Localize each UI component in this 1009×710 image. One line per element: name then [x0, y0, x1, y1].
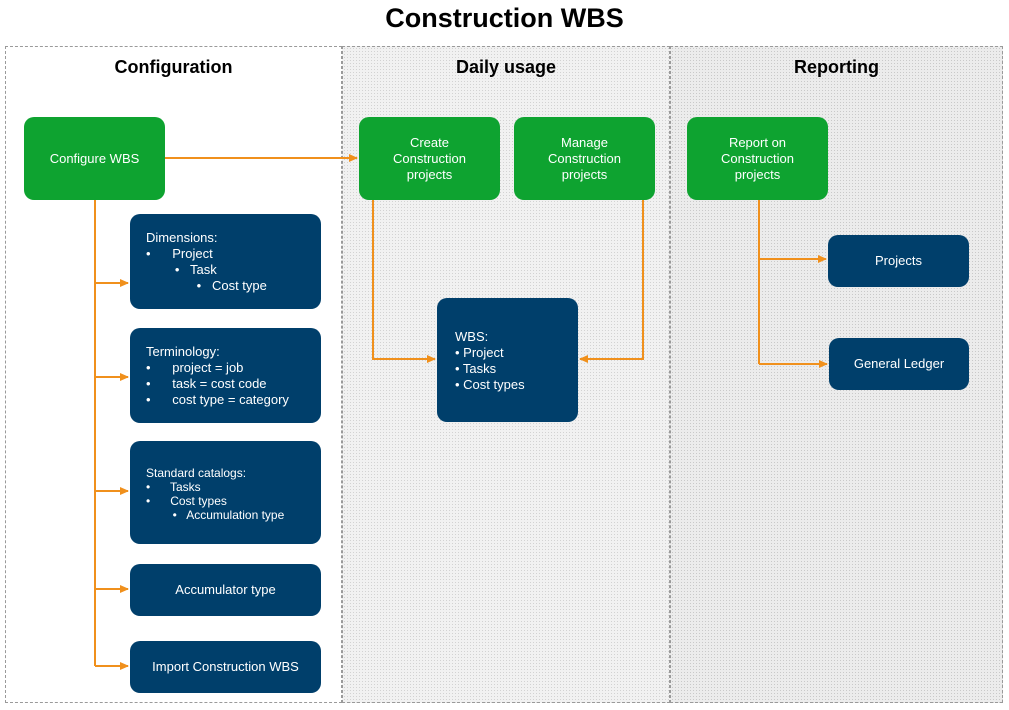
- report-line-1: Report on: [728, 134, 787, 150]
- manage-line-3: projects: [561, 166, 608, 182]
- accumulator-type-box: Accumulator type: [130, 564, 321, 616]
- general-ledger-box: General Ledger: [829, 338, 969, 390]
- create-line-1: Create: [409, 134, 449, 150]
- wbs-item-tasks: • Tasks: [455, 361, 497, 376]
- wbs-item-project: • Project: [455, 345, 504, 360]
- dimensions-heading: Dimensions:: [146, 230, 218, 245]
- configure-wbs-label: Configure WBS: [49, 150, 140, 166]
- terminology-item-task: • task = cost code: [146, 376, 267, 391]
- wbs-item-cost-types: • Cost types: [455, 377, 525, 392]
- terminology-box: Terminology: • project = job • task = co…: [130, 328, 321, 423]
- manage-line-1: Manage: [561, 134, 608, 150]
- projects-label: Projects: [875, 253, 922, 268]
- projects-box: Projects: [828, 235, 969, 287]
- diagram-title: Construction WBS: [385, 3, 624, 33]
- dimensions-item-task: • Task: [146, 262, 217, 277]
- daily-usage-lane-title: Daily usage: [455, 57, 557, 77]
- catalogs-item-accumulation-type: • Accumulation type: [146, 508, 285, 522]
- catalogs-heading: Standard catalogs:: [146, 466, 247, 480]
- create-line-3: projects: [406, 166, 453, 182]
- terminology-item-project: • project = job: [146, 360, 244, 375]
- reporting-lane-title: Reporting: [794, 57, 879, 77]
- dimensions-item-cost-type: • Cost type: [146, 278, 267, 293]
- import-wbs-box: Import Construction WBS: [130, 641, 321, 693]
- manage-projects-box: Manage Construction projects: [514, 117, 655, 200]
- accumulator-type-label: Accumulator type: [175, 582, 276, 597]
- general-ledger-label: General Ledger: [853, 356, 945, 371]
- import-wbs-label: Import Construction WBS: [152, 659, 299, 674]
- dimensions-box: Dimensions: • Project • Task • Cost type: [130, 214, 321, 309]
- catalogs-item-tasks: • Tasks: [146, 480, 201, 494]
- catalogs-item-cost-types: • Cost types: [146, 494, 227, 508]
- configure-wbs-box: Configure WBS: [24, 117, 165, 200]
- wbs-heading: WBS:: [455, 329, 489, 344]
- configuration-lane-title: Configuration: [114, 57, 233, 77]
- report-line-2: Construction: [721, 150, 794, 166]
- report-projects-box: Report on Construction projects: [687, 117, 828, 200]
- create-projects-box: Create Construction projects: [359, 117, 500, 200]
- standard-catalogs-box: Standard catalogs: • Tasks • Cost types …: [130, 441, 321, 544]
- manage-line-2: Construction: [548, 150, 621, 166]
- terminology-item-cost-type: • cost type = category: [146, 392, 289, 407]
- terminology-heading: Terminology:: [146, 344, 220, 359]
- wbs-box: WBS: • Project • Tasks • Cost types: [437, 298, 578, 422]
- create-line-2: Construction: [393, 150, 466, 166]
- report-line-3: projects: [734, 166, 781, 182]
- dimensions-item-project: • Project: [146, 246, 213, 261]
